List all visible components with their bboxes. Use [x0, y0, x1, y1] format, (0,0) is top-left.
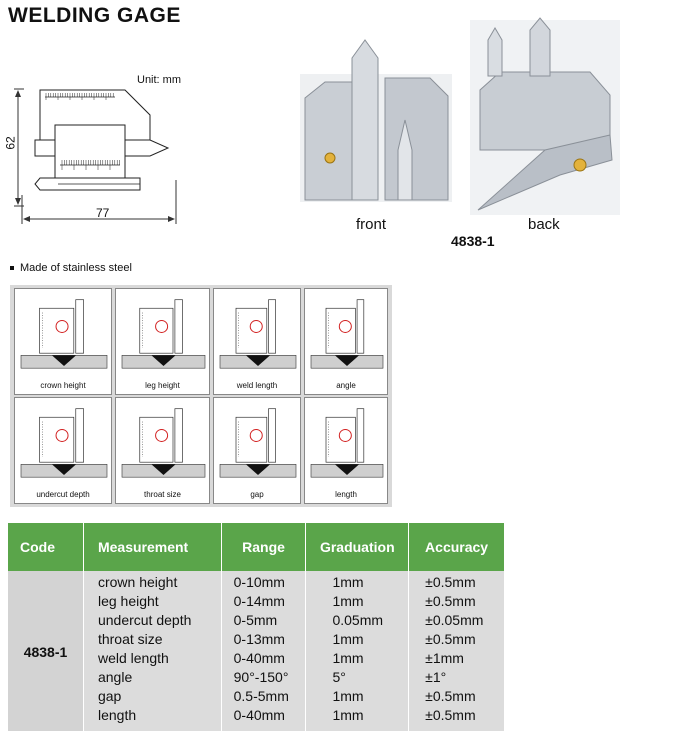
graduation-value: 1mm — [332, 688, 364, 704]
angle-illustration — [310, 299, 384, 369]
usage-caption: crown height — [40, 381, 86, 390]
leg-height-illustration — [121, 299, 206, 369]
weld-length-illustration — [219, 299, 297, 369]
usage-caption: weld length — [236, 381, 278, 390]
range-value: 0-40mm — [233, 650, 285, 666]
accuracy-value: ±0.5mm — [425, 574, 476, 590]
range-value: 90°-150° — [233, 669, 289, 685]
range-value: 0-13mm — [233, 631, 285, 647]
gap-illustration — [219, 408, 297, 478]
measurement-value: crown height — [97, 574, 178, 590]
bullet-icon — [10, 266, 14, 271]
usage-caption: throat size — [144, 490, 181, 499]
graduation-value: 1mm — [332, 650, 364, 666]
usage-cell: gap — [213, 397, 301, 504]
range-value: 0-40mm — [233, 707, 285, 723]
usage-cell: leg height — [115, 288, 210, 395]
graduation-value: 1mm — [332, 593, 364, 609]
usage-caption: angle — [336, 381, 356, 390]
range-value: 0-14mm — [233, 593, 285, 609]
header-measurement: Measurement — [82, 523, 222, 571]
measurement-value: angle — [97, 669, 133, 685]
feature-bullet: Made of stainless steel — [10, 262, 132, 274]
measurement-value: length — [97, 707, 137, 723]
feature-text: Made of stainless steel — [20, 262, 132, 274]
measurement-value: leg height — [97, 593, 159, 609]
range-value: 0-10mm — [233, 574, 285, 590]
range-cell: 0-10mm 0-14mm 0-5mm 0-13mm 0-40mm 90°-150° 0.5… — [220, 571, 306, 731]
length-illustration — [310, 408, 384, 478]
usage-cell: angle — [304, 288, 388, 395]
accuracy-cell: ±0.5mm ±0.5mm ±0.05mm ±0.5mm ±1mm ±1° ±0.5mm ±0… — [408, 571, 504, 731]
measurement-value: undercut depth — [97, 612, 192, 628]
usage-caption: length — [335, 490, 357, 499]
range-value: 0.5-5mm — [233, 688, 289, 704]
header-graduation: Graduation — [305, 523, 409, 571]
accuracy-value: ±0.5mm — [425, 593, 476, 609]
graduation-cell: 1mm 1mm 0.05mm 1mm 1mm 5° 1mm 1mm — [305, 571, 409, 731]
page-title: WELDING GAGE — [8, 4, 181, 27]
table-row: 4838-1 crown height leg height undercut de… — [8, 571, 504, 731]
measurement-value: throat size — [97, 631, 163, 647]
usage-caption: leg height — [145, 381, 180, 390]
table-header-row: Code Measurement Range Graduation Accura… — [8, 523, 504, 571]
usage-cell: throat size — [115, 397, 210, 504]
header-code: Code — [8, 523, 84, 571]
code-cell: 4838-1 — [8, 571, 84, 731]
dimension-drawing — [14, 17, 620, 224]
gauge-back-photo — [470, 17, 620, 215]
graduation-value: 1mm — [332, 707, 364, 723]
range-value: 0-5mm — [233, 612, 278, 628]
accuracy-value: ±0.5mm — [425, 688, 476, 704]
graduation-value: 1mm — [332, 631, 364, 647]
accuracy-value: ±1mm — [425, 650, 464, 666]
accuracy-value: ±0.5mm — [425, 707, 476, 723]
graduation-value: 1mm — [332, 574, 364, 590]
usage-caption: gap — [250, 490, 264, 499]
front-view-label: front — [356, 216, 387, 233]
usage-cell: crown height — [14, 288, 112, 395]
usage-cell: undercut depth — [14, 397, 112, 504]
model-number: 4838-1 — [451, 233, 495, 249]
spec-table: Code Measurement Range Graduation Accura… — [8, 523, 504, 731]
usage-cell: weld length — [213, 288, 301, 395]
accuracy-value: ±0.5mm — [425, 631, 476, 647]
gauge-front-photo — [300, 39, 452, 202]
crown-height-illustration — [20, 299, 108, 369]
usage-caption: undercut depth — [36, 490, 90, 499]
measurement-cell: crown height leg height undercut depth thro… — [82, 571, 222, 731]
accuracy-value: ±1° — [425, 669, 447, 685]
header-range: Range — [220, 523, 306, 571]
graduation-value: 0.05mm — [332, 612, 384, 628]
throat-size-illustration — [121, 408, 206, 478]
usage-panel: crown height leg height weld length angl… — [10, 285, 392, 507]
unit-label: Unit: mm — [137, 74, 181, 86]
usage-cell: length — [304, 397, 388, 504]
measurement-value: weld length — [97, 650, 169, 666]
back-view-label: back — [528, 216, 560, 233]
undercut-depth-illustration — [20, 408, 108, 478]
graduation-value: 5° — [332, 669, 346, 685]
measurement-value: gap — [97, 688, 122, 704]
width-dimension: 77 — [96, 206, 110, 220]
accuracy-value: ±0.05mm — [425, 612, 484, 628]
header-accuracy: Accuracy — [408, 523, 504, 571]
height-dimension: 62 — [3, 136, 18, 150]
